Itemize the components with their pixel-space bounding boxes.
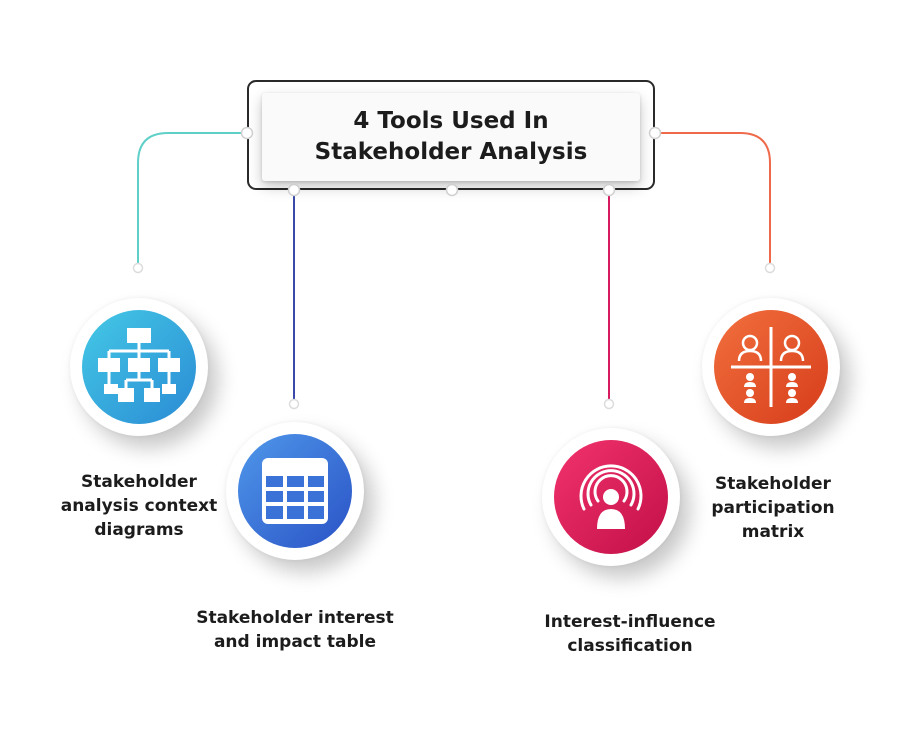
table-grid-icon [262, 458, 328, 524]
tool-3-icon-badge [542, 428, 680, 566]
broadcast-person-icon [579, 464, 643, 529]
connector-tool-1 [137, 132, 241, 268]
connector-dot [288, 398, 300, 410]
tool-2-icon-badge [226, 422, 364, 560]
connector-tool-4 [661, 132, 771, 268]
tool-1-icon-disc [82, 310, 196, 424]
tool-4-icon-badge [702, 298, 840, 436]
title-line-2: Stakeholder Analysis [314, 139, 588, 165]
tool-4-label: Stakeholder participation matrix [711, 474, 835, 542]
tool-1-label: Stakeholder analysis context diagrams [60, 472, 218, 540]
tool-2-icon-disc [238, 434, 352, 548]
tool-4-icon-disc [714, 310, 828, 424]
tool-1-icon-badge [70, 298, 208, 436]
tool-3-label: Interest-influence classification [544, 612, 716, 656]
tool-3-icon-disc [554, 440, 668, 554]
people-matrix-icon [731, 327, 811, 407]
title-card: 4 Tools Used In Stakeholder Analysis [262, 93, 640, 181]
connector-dot [132, 262, 144, 274]
hierarchy-chart-icon [98, 328, 180, 402]
tool-2-label: Stakeholder interest and impact table [196, 608, 394, 652]
title-line-1: 4 Tools Used In [353, 108, 549, 134]
connector-dot [603, 398, 615, 410]
connector-dot [764, 262, 776, 274]
